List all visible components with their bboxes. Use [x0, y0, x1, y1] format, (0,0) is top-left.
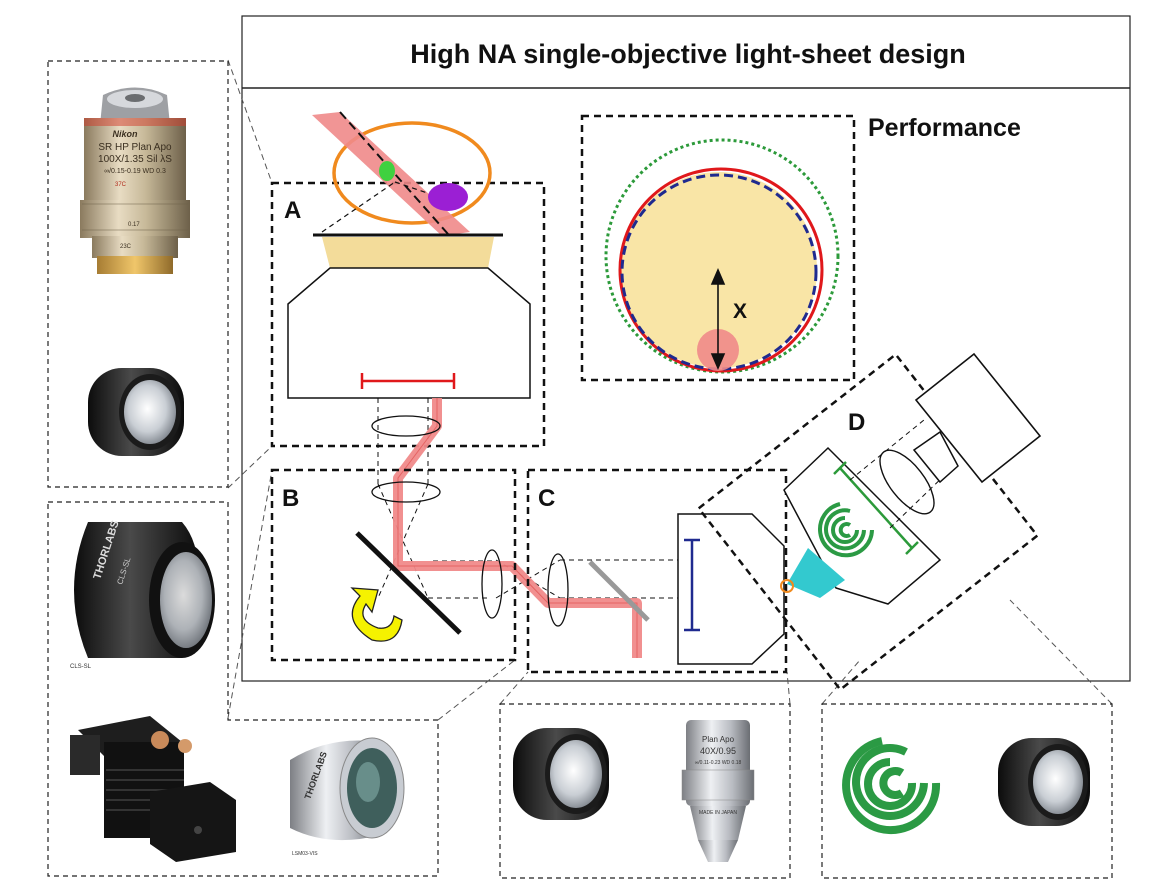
nikon-objective-photo: Nikon SR HP Plan Apo 100X/1.35 Sil λS ∞/… — [80, 87, 190, 274]
lens-logo-small-icon — [818, 502, 874, 558]
secondary-pupil-scale — [684, 538, 700, 632]
panel-d-label: D — [848, 409, 865, 436]
pupil-scale-bar — [360, 373, 456, 389]
excitation-beam — [393, 398, 642, 658]
blue-pupil-circle — [620, 173, 818, 371]
photo-box-objective — [47, 60, 229, 488]
galvo-mirror — [355, 531, 462, 635]
camera-adapter — [912, 430, 959, 484]
nikon-collar-bottom-text: 23C — [120, 244, 132, 250]
sample-region — [312, 111, 492, 236]
galvo-scanner-photo — [70, 716, 236, 862]
light-sheet-fan — [787, 548, 845, 598]
nikon-collar-mid-text: 0.17 — [128, 222, 140, 228]
tube-lens-photo-d — [998, 738, 1090, 826]
scan-lens-caption: CLS-SL — [70, 664, 92, 670]
relay-lens-2 — [371, 481, 441, 503]
nikon-brand-text: Nikon — [112, 129, 138, 139]
offset-arrow-icon — [710, 267, 726, 371]
lens-logo-icon — [842, 737, 941, 835]
excitation-pupil-disk — [621, 172, 817, 368]
tube-lens-c — [547, 553, 569, 627]
scan-lens — [481, 549, 503, 619]
olympus-line1-text: Plan Apo — [702, 735, 735, 744]
rotation-arrow-icon — [350, 587, 403, 642]
focal-spot — [780, 579, 794, 593]
tube-lens-caption: LSM03-VIS — [292, 851, 318, 857]
olympus-line3-text: ∞/0.11-0.23 WD 0.18 — [695, 760, 742, 766]
panel-c-label: C — [538, 485, 555, 512]
page-title: High NA single-objective light-sheet des… — [410, 39, 966, 69]
panel-a-label: A — [284, 197, 301, 224]
photo-box-c — [499, 703, 791, 879]
panel-c-box — [526, 468, 788, 674]
performance-label: Performance — [868, 114, 1021, 142]
nikon-line1-text: SR HP Plan Apo — [98, 142, 172, 153]
photo-box-d — [821, 703, 1113, 879]
camera-body — [914, 352, 1042, 484]
tube-lens-photo-c — [513, 728, 609, 820]
performance-box — [580, 114, 856, 382]
olympus-objective-photo: Plan Apo 40X/0.95 ∞/0.11-0.23 WD 0.18 MA… — [681, 720, 755, 862]
photo-box-tube-lenses — [47, 501, 439, 877]
panel-b-label: B — [282, 485, 299, 512]
primary-objective — [287, 267, 531, 399]
camera-tube-lens — [879, 449, 935, 515]
main-frame — [241, 15, 1131, 682]
excitation-beam-core — [397, 398, 638, 658]
secondary-objective — [677, 513, 785, 665]
thorlabs-scan-lens-photo: THORLABS CLS-SL CLS-SL — [70, 519, 215, 670]
camera-path-lines — [849, 419, 951, 529]
nikon-line2-text: 100X/1.35 Sil λS — [98, 154, 172, 165]
thorlabs-tube-lens-photo: THORLABS LSM03-VIS — [290, 737, 405, 857]
red-pupil-circle — [618, 167, 824, 373]
nikon-line3-text: ∞/0.15-0.19 WD 0.3 — [104, 168, 166, 175]
panel-b-box — [270, 468, 517, 662]
nikon-collar-top-text: 37C — [115, 182, 127, 188]
olympus-line2-text: 40X/0.95 — [700, 746, 736, 756]
relay-lens-1 — [371, 415, 441, 437]
immersion-medium — [322, 237, 494, 268]
dichroic-mirror — [588, 560, 650, 622]
offset-label: X — [733, 300, 747, 323]
tertiary-scale-bar — [833, 461, 919, 555]
olympus-line4-text: MADE IN JAPAN — [699, 810, 737, 816]
tube-lens-photo-left — [88, 368, 184, 456]
connector-lines — [227, 59, 1113, 721]
